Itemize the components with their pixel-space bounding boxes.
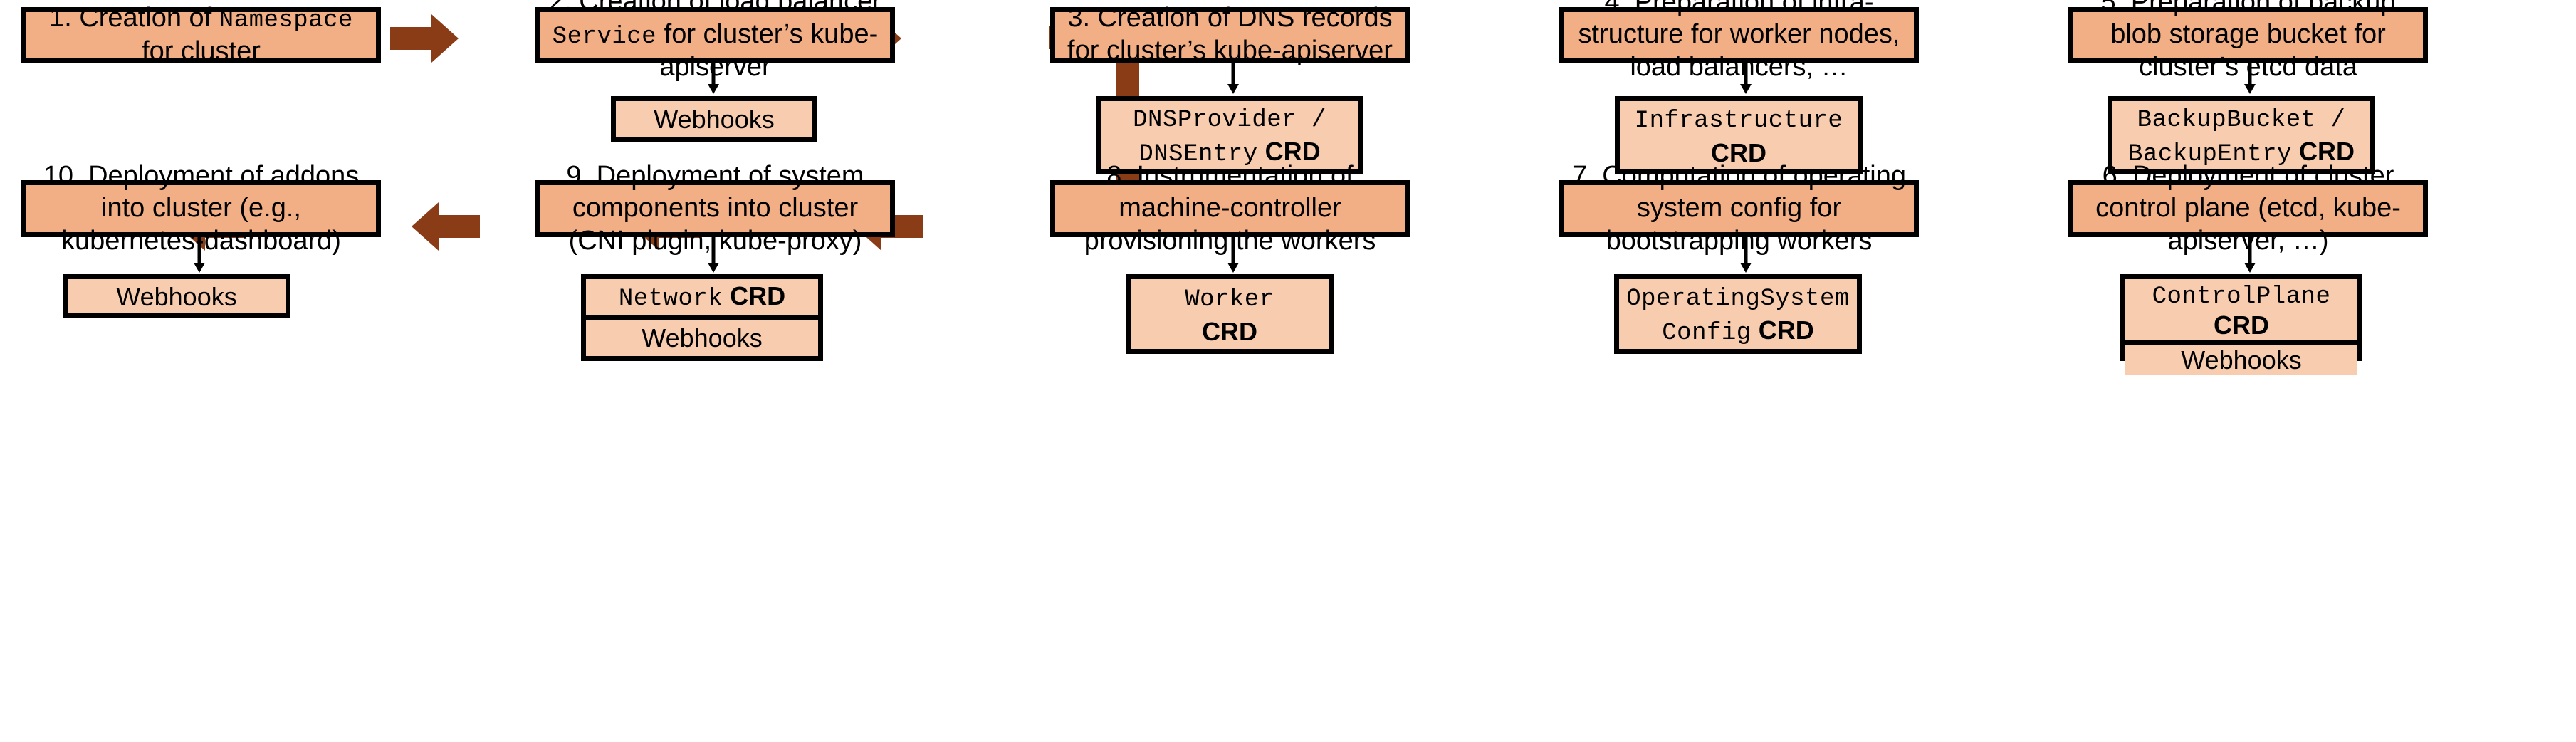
step-4-label: 4. Preparation of infra-structure for wo… <box>1578 0 1900 82</box>
connector-step9-to-network-crd <box>708 237 719 273</box>
controlplane-crd-suffix: CRD <box>2214 310 2269 340</box>
network-crd-cell[interactable]: Network CRD <box>586 279 818 315</box>
step-9-label: 9. Deployment of system components into … <box>566 160 864 256</box>
step-box-6[interactable]: 6. Deployment of cluster control plane (… <box>2068 161 2428 256</box>
webhooks-label-step10: Webhooks <box>116 281 237 311</box>
backupbucket-crd-line2: BackupEntry <box>2128 141 2292 168</box>
worker-crd-suffix: CRD <box>1202 316 1257 346</box>
network-crd-label: Network CRD <box>619 281 785 313</box>
connector-step4-to-infrastructure-crd <box>1740 63 1752 94</box>
step-box-5[interactable]: 5. Preparation of backup blob storage bu… <box>2068 0 2428 82</box>
backupbucket-crd-label: BackupBucket / BackupEntry CRD <box>2118 101 2365 170</box>
connector-step3-to-dns-crd <box>1227 63 1239 94</box>
controlplane-crd-cell[interactable]: ControlPlane CRD <box>2125 279 2357 340</box>
network-webhooks-label: Webhooks <box>642 323 763 352</box>
infrastructure-crd-suffix: CRD <box>1711 137 1766 167</box>
connector-step8-to-worker-crd <box>1227 237 1239 273</box>
connector-step5-to-backupbucket-crd <box>2244 63 2256 94</box>
connector-step2-to-webhooks <box>708 63 719 94</box>
step-5-label: 5. Preparation of backup blob storage bu… <box>2100 0 2396 82</box>
controlplane-webhooks-label: Webhooks <box>2181 345 2302 375</box>
controlplane-webhooks-cell[interactable]: Webhooks <box>2125 340 2357 375</box>
controlplane-crd-line1: ControlPlane <box>2152 283 2331 310</box>
arrow-step2-to-step3 <box>390 14 459 63</box>
osc-crd-line1: OperatingSystem <box>1626 285 1850 313</box>
dns-crd-line1: DNSProvider / <box>1133 106 1326 134</box>
step-10-label: 10. Deployment of addons into cluster (e… <box>43 160 360 256</box>
backupbucket-crd-line1: BackupBucket / <box>2137 106 2346 134</box>
backupbucket-crd-box[interactable]: BackupBucket / BackupEntry CRD <box>2108 96 2375 174</box>
step-box-4[interactable]: 4. Preparation of infra-structure for wo… <box>1559 0 1919 82</box>
infrastructure-crd-line1: Infrastructure <box>1634 108 1843 135</box>
worker-crd-line1: Worker <box>1185 286 1274 314</box>
step-3-label: 3. Creation of DNS records for cluster’s… <box>1067 3 1393 66</box>
dns-crd-suffix: CRD <box>1265 137 1321 166</box>
controlplane-crd-label: ControlPlane CRD <box>2125 279 2357 340</box>
step-box-2[interactable]: 2. Creation of load balancer Service for… <box>535 0 895 82</box>
step-6-label: 6. Deployment of cluster control plane (… <box>2095 160 2401 256</box>
osc-crd-line2: Config <box>1662 320 1752 347</box>
backupbucket-crd-suffix: CRD <box>2298 137 2355 166</box>
step-7-label: 7. Computation of operating system confi… <box>1572 160 1906 256</box>
step-box-3[interactable]: 3. Creation of DNS records for cluster’s… <box>1050 3 1410 66</box>
step-box-10[interactable]: 10. Deployment of addons into cluster (e… <box>21 161 381 256</box>
network-crd-suffix: CRD <box>730 281 786 311</box>
step-2-label: 2. Creation of load balancer Service for… <box>549 0 881 83</box>
webhooks-box-step10[interactable]: Webhooks <box>63 274 290 318</box>
network-webhooks-cell[interactable]: Webhooks <box>586 315 818 356</box>
connector-step6-to-controlplane-crd <box>2244 237 2256 273</box>
dns-crd-box[interactable]: DNSProvider / DNSEntry CRD <box>1096 96 1363 174</box>
step-box-8[interactable]: 8. Instrumentation of machine-controller… <box>1050 161 1410 256</box>
step-box-9[interactable]: 9. Deployment of system components into … <box>535 161 895 256</box>
step-box-7[interactable]: 7. Computation of operating system confi… <box>1559 161 1919 256</box>
osc-crd-suffix: CRD <box>1758 315 1814 345</box>
webhooks-box-step2[interactable]: Webhooks <box>611 96 817 142</box>
network-crd-stack[interactable]: Network CRD Webhooks <box>581 274 823 361</box>
dns-crd-line2: DNSEntry <box>1138 141 1258 168</box>
step-8-label: 8. Instrumentation of machine-controller… <box>1084 160 1376 256</box>
arrow-step8-to-step9 <box>412 202 480 251</box>
step-box-1[interactable]: 1. Creation of Namespace for cluster <box>21 3 381 66</box>
step-1-label: 1. Creation of Namespace for cluster <box>49 2 353 66</box>
dns-crd-label: DNSProvider / DNSEntry CRD <box>1106 101 1353 170</box>
network-crd-line1: Network <box>618 286 723 313</box>
connector-step7-to-osc-crd <box>1740 237 1752 273</box>
webhooks-label-step2: Webhooks <box>654 104 775 134</box>
connector-step10-to-webhooks <box>194 237 205 273</box>
controlplane-crd-stack[interactable]: ControlPlane CRD Webhooks <box>2120 274 2362 375</box>
